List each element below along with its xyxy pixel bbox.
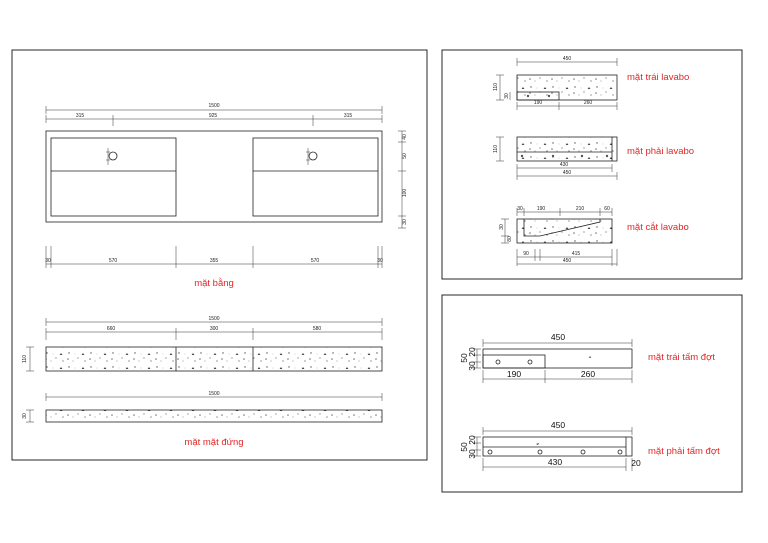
right-slab-bottom-right-dim: 20 xyxy=(631,458,641,468)
section-bottom-dim-2: 415 xyxy=(572,251,581,257)
section-side-dim-1: 30 xyxy=(499,224,505,230)
plan-right-seg-3: 100 xyxy=(402,189,408,198)
section-top-dim-2: 190 xyxy=(537,206,546,212)
elevation-label: mặt mặt đứng xyxy=(184,437,243,448)
section-top-dim-4: 60 xyxy=(604,206,610,212)
left-slab-left-dim-1: 20 xyxy=(467,347,477,357)
right-faucet-icon xyxy=(306,148,318,165)
left-slab-bottom-dim-1: 190 xyxy=(507,369,521,379)
section-bottom-dim-3: 450 xyxy=(563,258,572,264)
section-side-dim-2: 80 xyxy=(507,236,513,242)
plan-bottom-seg-3: 355 xyxy=(210,258,219,264)
right-slab-top-dim: 450 xyxy=(551,420,565,430)
left-slab-left-dim-2: 50 xyxy=(459,353,469,363)
plan-bottom-seg-1: 30 xyxy=(45,258,51,264)
left-lavabo-bottom-dim-1: 190 xyxy=(534,100,543,106)
left-lavabo-bottom-dim-2: 260 xyxy=(584,100,593,106)
right-slab-left-dim-2: 50 xyxy=(459,442,469,452)
elevation-seg-2: 300 xyxy=(210,326,219,332)
bottom-right-panel-frame xyxy=(441,294,743,493)
plan-top-seg-3: 315 xyxy=(344,113,353,119)
left-lavabo-side-dim: 30 xyxy=(504,93,510,99)
left-faucet-icon xyxy=(106,148,118,165)
plan-total-dim: 1500 xyxy=(208,103,219,109)
bottom-right-panel: 450 20 50 30 190 260 mặt trái tấm đợt xyxy=(441,294,743,493)
plan-top-dimensions: 1500 315 925 315 xyxy=(45,103,383,126)
right-slab-label: mặt phải tấm đợt xyxy=(648,446,720,457)
elevation-height-dim: 110 xyxy=(22,355,28,363)
elevation-total-dim: 1500 xyxy=(208,316,219,322)
section-lavabo-view: 30 190 210 60 30 80 90 415 450 mặt cắt l… xyxy=(499,206,689,266)
plan-label: mặt bằng xyxy=(194,278,234,289)
elevation-strip: 1500 30 xyxy=(22,391,383,423)
left-lavabo-label: mặt trái lavabo xyxy=(627,72,689,83)
right-basin xyxy=(252,137,379,217)
plan-view xyxy=(45,130,383,223)
section-top-dim-3: 210 xyxy=(576,206,585,212)
strip-total-dim: 1500 xyxy=(208,391,219,397)
plan-right-seg-2: 50 xyxy=(402,153,408,159)
plan-right-seg-4: 30 xyxy=(402,219,408,225)
left-lavabo-view: 450 110 30 190 260 mặt trái lavabo xyxy=(493,56,689,110)
right-lavabo-view: 110 430 450 mặt phải lavabo xyxy=(493,136,694,180)
plan-bottom-seg-2: 570 xyxy=(109,258,118,264)
right-lavabo-inner-dim: 430 xyxy=(560,162,569,168)
main-panel-frame xyxy=(11,49,428,461)
main-panel: 1500 315 925 315 xyxy=(11,49,428,461)
right-lavabo-label: mặt phải lavabo xyxy=(627,146,694,157)
plan-top-seg-1: 315 xyxy=(76,113,85,119)
right-lavabo-outer-dim: 450 xyxy=(563,170,572,176)
strip-slab xyxy=(45,409,383,423)
strip-height-dim: 30 xyxy=(22,413,28,419)
right-slab-bottom-dim: 430 xyxy=(548,457,562,467)
top-right-panel: 450 110 30 190 260 mặt trái lavabo xyxy=(441,49,743,280)
elevation-slab xyxy=(45,346,383,372)
plan-right-seg-1: 40 xyxy=(402,134,408,140)
left-slab-bottom-dim-2: 260 xyxy=(581,369,595,379)
plan-bottom-seg-4: 570 xyxy=(311,258,320,264)
right-lavabo-height-dim: 110 xyxy=(493,145,499,153)
plan-right-dimensions: 40 50 100 30 xyxy=(398,130,408,229)
plan-bottom-dimensions: 30 570 355 570 30 xyxy=(45,246,383,268)
left-lavabo-height-dim: 110 xyxy=(493,83,499,91)
elevation-seg-3: 580 xyxy=(313,326,322,332)
section-lavabo-label: mặt cắt lavabo xyxy=(627,222,689,233)
plan-outline xyxy=(45,130,383,223)
left-slab-view: 450 20 50 30 190 260 mặt trái tấm đợt xyxy=(459,332,715,383)
plan-bottom-seg-5: 30 xyxy=(377,258,383,264)
elevation-top-dimensions: 1500 660 300 580 xyxy=(45,316,383,340)
left-slab-top-dim: 450 xyxy=(551,332,565,342)
section-bottom-dim-1: 90 xyxy=(523,251,529,257)
elevation-view: 110 xyxy=(22,346,383,372)
section-top-dim-1: 30 xyxy=(517,206,523,212)
plan-top-seg-2: 925 xyxy=(209,113,218,119)
right-slab-left-dim-1: 20 xyxy=(467,435,477,445)
left-lavabo-top-dim: 450 xyxy=(563,56,572,62)
elevation-seg-1: 660 xyxy=(107,326,116,332)
left-slab-label: mặt trái tấm đợt xyxy=(648,352,715,363)
right-slab-view: 450 20 50 30 430 20 mặt phải tấm đợt xyxy=(459,420,720,471)
left-slab-left-dim-3: 30 xyxy=(467,361,477,371)
left-basin xyxy=(50,137,177,217)
right-slab-left-dim-3: 30 xyxy=(467,449,477,459)
